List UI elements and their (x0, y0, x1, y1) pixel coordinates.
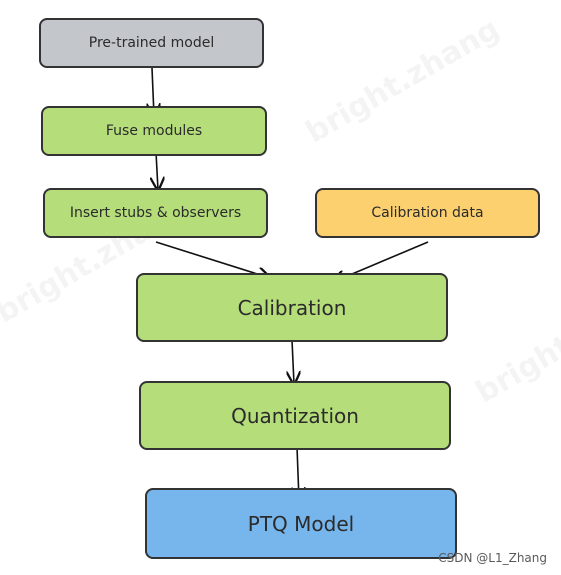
csdn-credit: CSDN @L1_Zhang (438, 551, 547, 565)
ptq-model-label: PTQ Model (247, 511, 355, 536)
pretrained-model-node: Pre-trained model (39, 18, 264, 68)
arrow-insert-to-calibration (155, 241, 270, 278)
calibration-data-node: Calibration data (315, 188, 540, 238)
arrow-calibration-to-quantization (292, 339, 294, 384)
calibration-node: Calibration (136, 273, 448, 342)
quantization-label: Quantization (231, 403, 359, 428)
quantization-node: Quantization (139, 381, 451, 450)
pretrained-model-label: Pre-trained model (88, 35, 215, 51)
ptq-model-node: PTQ Model (145, 488, 457, 559)
fuse-modules-label: Fuse modules (105, 123, 203, 139)
insert-stubs-node: Insert stubs & observers (43, 188, 268, 238)
calibration-data-label: Calibration data (371, 205, 484, 221)
fuse-modules-node: Fuse modules (41, 106, 267, 156)
insert-stubs-label: Insert stubs & observers (69, 205, 242, 221)
arrow-fuse-to-insert (156, 151, 158, 190)
calibration-label: Calibration (237, 295, 347, 320)
